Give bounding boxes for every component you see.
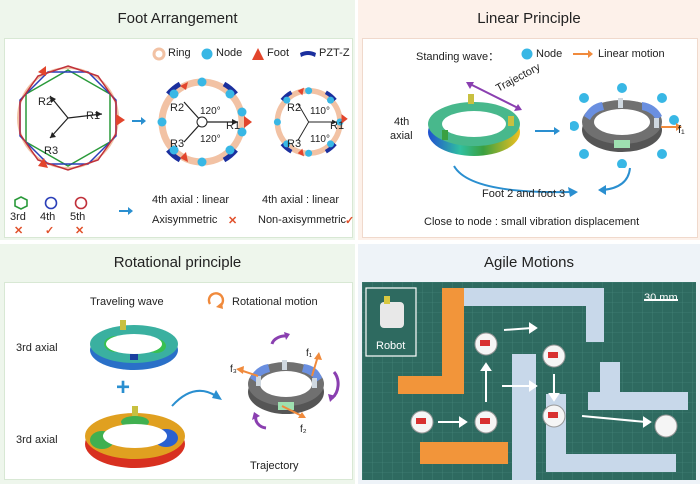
legend-pzt-icon [299, 47, 317, 61]
ring-right-r1: R1 [330, 120, 344, 132]
scale-label: 30 mm [644, 292, 678, 304]
legend-node-label-2: Node [536, 48, 562, 60]
arrow-right-icon-3 [534, 126, 562, 136]
order-5th-label: 5th [70, 211, 85, 223]
case-right-mode: 4th axial : linear [262, 194, 339, 206]
legend-foot-icon [251, 47, 265, 61]
rotational-principle-panel: Rotational principle Traveling wave Rota… [0, 244, 355, 484]
foot-arrangement-panel: Foot Arrangement Ring Node Foot PZT-Z R1… [0, 0, 355, 240]
ring-diagram-symmetric [150, 72, 260, 172]
curved-arrow-icon-2 [596, 166, 636, 196]
foot-polygon-diagram [10, 62, 130, 174]
rotational-motion-label: Rotational motion [232, 296, 318, 308]
linear-principle-panel: Linear Principle Standing wave： Node Lin… [358, 0, 700, 240]
order-5th-mark: ✕ [75, 224, 84, 237]
linear-principle-title: Linear Principle [358, 3, 700, 33]
force-f1-label: f₁ [678, 124, 685, 136]
case-right-sym: Non-axisymmetric [258, 214, 346, 226]
radius-r1: R1 [86, 110, 100, 122]
ring-left-r3: R3 [170, 138, 184, 150]
force-f2: f₂ [300, 424, 307, 435]
foot-arrangement-title: Foot Arrangement [0, 3, 355, 33]
ring-right-r3: R3 [287, 138, 301, 150]
case-left-sym: Axisymmetric [152, 214, 217, 226]
arrow-right-icon-2 [118, 206, 134, 216]
agile-motions-photo [362, 282, 696, 480]
angle-right-2: 110° [310, 134, 330, 145]
linear-motion-arrow-icon [572, 49, 594, 59]
fem-ring-top [86, 318, 182, 374]
legend-foot-label: Foot [267, 47, 289, 59]
trajectory-label-2: Trajectory [250, 460, 299, 472]
traveling-wave-label: Traveling wave [90, 296, 164, 308]
radius-r3: R3 [44, 145, 58, 157]
ring-right-r2: R2 [287, 102, 301, 114]
force-f3: f₃ [230, 364, 237, 375]
rotational-motion-icon [206, 292, 226, 310]
circle-4th-icon [44, 196, 58, 210]
fem-ring-bottom [80, 404, 190, 472]
rotational-principle-title: Rotational principle [0, 247, 355, 277]
order-4th-mark: ✓ [45, 224, 54, 237]
plus-sign: + [116, 374, 130, 402]
ring-left-r1: R1 [226, 120, 240, 132]
legend-node-icon-2 [520, 47, 534, 61]
radius-r2: R2 [38, 96, 52, 108]
robot-label: Robot [376, 340, 405, 352]
legend-ring-icon [152, 47, 166, 61]
standing-wave-label: Standing wave： [416, 48, 499, 64]
agile-motions-title: Agile Motions [358, 247, 700, 277]
linear-motion-label: Linear motion [598, 48, 665, 60]
curved-arrow-icon-3 [168, 378, 228, 414]
feet-note: Foot 2 and foot 3 [482, 188, 565, 200]
case-left-mode: 4th axial : linear [152, 194, 229, 206]
ring-rotation-diagram [222, 326, 350, 448]
arrow-right-icon [131, 116, 147, 126]
angle-left-2: 120° [200, 134, 221, 145]
order-4th-label: 4th [40, 211, 55, 223]
foot-marker-right [116, 114, 125, 126]
legend-node-label: Node [216, 47, 242, 59]
legend-node-icon [200, 47, 214, 61]
mode-4th-line1: 4th [394, 116, 409, 128]
angle-right-1: 110° [310, 106, 330, 117]
case-right-mark: ✓ [345, 214, 354, 227]
hexagon-3rd-icon [14, 196, 28, 210]
mode-bottom-label: 3rd axial [16, 434, 58, 446]
order-3rd-mark: ✕ [14, 224, 23, 237]
mode-4th-line2: axial [390, 130, 413, 142]
close-node-note: Close to node : small vibration displace… [424, 216, 639, 228]
angle-left-1: 120° [200, 106, 221, 117]
mode-top-label: 3rd axial [16, 342, 58, 354]
case-left-mark: ✕ [228, 214, 237, 227]
agile-motions-panel: Agile Motions [358, 244, 700, 484]
circle-5th-icon [74, 196, 88, 210]
legend-pzt-label: PZT-Z [319, 47, 350, 59]
force-f1: f₁ [306, 348, 312, 359]
order-3rd-label: 3rd [10, 211, 26, 223]
ring-left-r2: R2 [170, 102, 184, 114]
legend-ring-label: Ring [168, 47, 191, 59]
